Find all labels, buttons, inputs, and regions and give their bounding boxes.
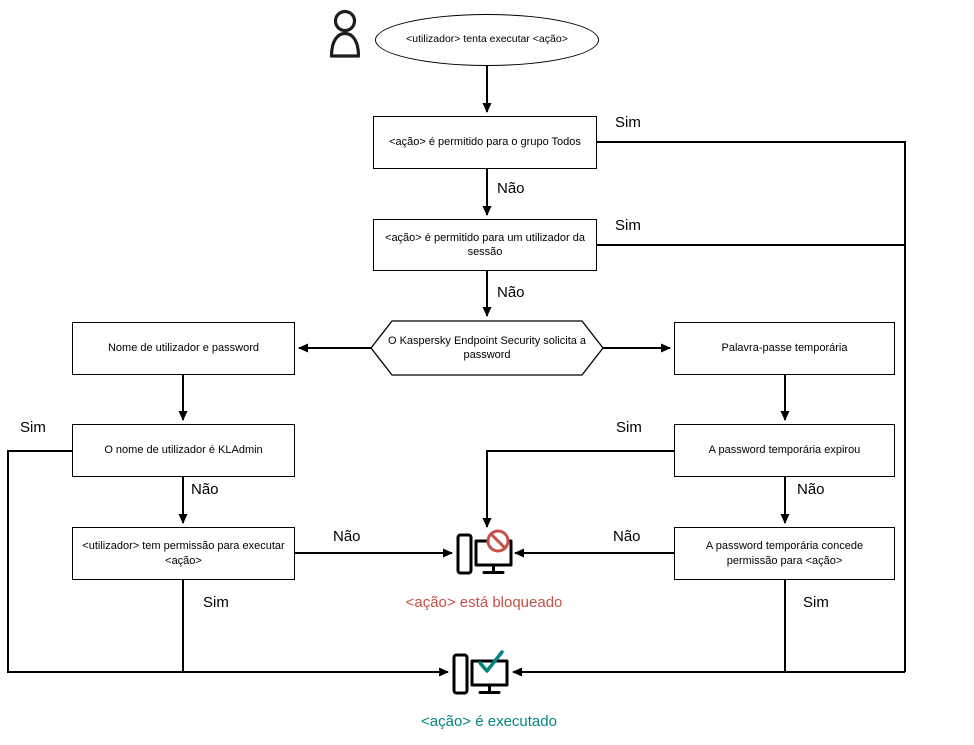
- node-start: <utilizador> tenta executar <ação>: [375, 14, 599, 66]
- node-permission-check: <utilizador> tem permissão para executar…: [72, 527, 295, 580]
- node-temp-grants: A password temporária concede permissão …: [674, 527, 895, 580]
- edge-label-session-yes: Sim: [615, 217, 641, 234]
- user-icon: [329, 9, 361, 58]
- edge-label-grants-yes: Sim: [803, 594, 829, 611]
- executed-status-label: <ação> é executado: [421, 713, 557, 730]
- edge-label-kladmin-no: Não: [191, 481, 219, 498]
- edge-label-kladmin-yes: Sim: [20, 419, 46, 436]
- node-password-prompt: O Kaspersky Endpoint Security solicita a…: [387, 334, 587, 361]
- node-temp-expired: A password temporária expirou: [674, 424, 895, 477]
- decision-hexagon: [370, 320, 604, 376]
- edge-label-grants-no: Não: [613, 528, 641, 545]
- node-kladmin-check: O nome de utilizador é KLAdmin: [72, 424, 295, 477]
- computer-blocked-icon: [456, 529, 513, 575]
- node-temp-password: Palavra-passe temporária: [674, 322, 895, 375]
- edge-group-yes-rail: [597, 141, 906, 672]
- prohibition-sign-icon: [486, 529, 510, 553]
- node-credentials: Nome de utilizador e password: [72, 322, 295, 375]
- node-group-allowed: <ação> é permitido para o grupo Todos: [373, 116, 597, 169]
- edge-label-group-no: Não: [497, 180, 525, 197]
- edge-label-session-no: Não: [497, 284, 525, 301]
- edge-kladmin-yes-rail: [7, 450, 449, 677]
- checkmark-icon: [478, 650, 504, 673]
- edge-label-expired-yes: Sim: [616, 419, 642, 436]
- edge-label-expired-no: Não: [797, 481, 825, 498]
- edge-label-permission-no: Não: [333, 528, 361, 545]
- blocked-status-label: <ação> está bloqueado: [405, 594, 563, 611]
- computer-executed-icon: [452, 650, 509, 695]
- edge-label-permission-yes: Sim: [203, 594, 229, 611]
- edge-expired-yes-to-blocked: [482, 450, 674, 528]
- node-session-allowed: <ação> é permitido para um utilizador da…: [373, 219, 597, 271]
- edge-label-group-yes: Sim: [615, 114, 641, 131]
